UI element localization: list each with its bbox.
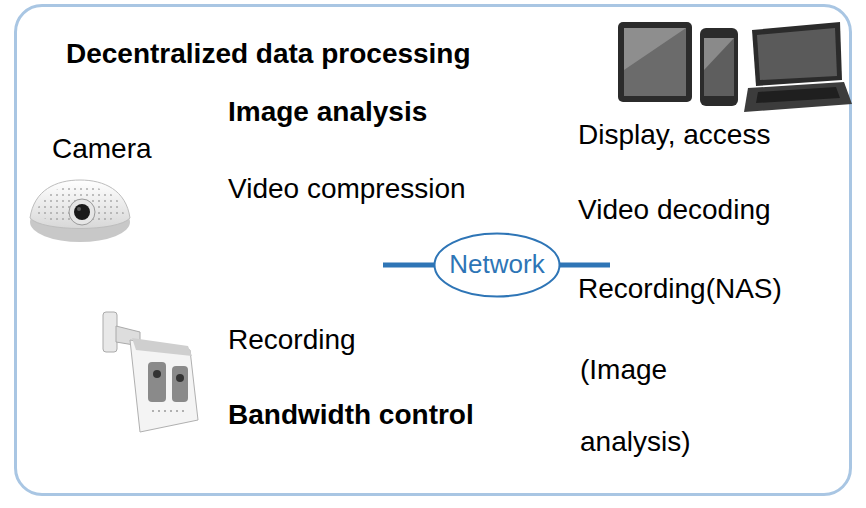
text-label: Recording (228, 323, 356, 357)
phone-icon (700, 28, 738, 106)
text-label: Video compression (228, 172, 466, 206)
text-label: Video decoding (578, 193, 771, 227)
network-ellipse: Network (433, 232, 561, 298)
diagram-title: Decentralized data processing (66, 37, 471, 71)
text-label: (Image analysis) (580, 334, 740, 478)
node-text: Network (449, 249, 544, 280)
box-camera (103, 312, 198, 432)
text-label: Recording(NAS) (578, 272, 782, 306)
network-wire (556, 263, 610, 268)
text-label: Camera (52, 132, 152, 166)
text-label: Bandwidth control (228, 398, 474, 432)
text-label: Display, access (578, 118, 770, 152)
laptop-icon (744, 22, 852, 112)
network-wire (383, 263, 438, 268)
tablet-icon (618, 22, 692, 102)
dome-camera (30, 180, 130, 242)
text-label: Image analysis (228, 95, 427, 129)
ellipse-shape (435, 234, 560, 297)
